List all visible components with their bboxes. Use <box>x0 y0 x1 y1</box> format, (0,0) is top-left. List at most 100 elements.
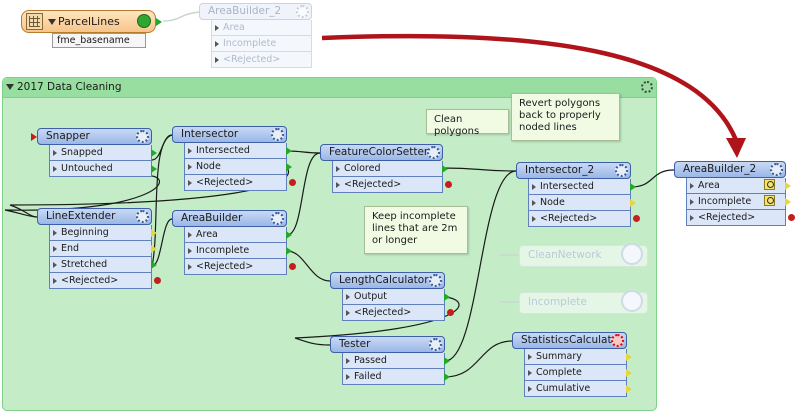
rejected-port-icon[interactable] <box>154 277 161 284</box>
output-port-rejected[interactable]: <Rejected> <box>332 177 452 193</box>
output-port-rejected[interactable]: <Rejected> <box>184 259 296 275</box>
rejected-port-icon[interactable] <box>788 214 795 221</box>
search-icon[interactable] <box>137 14 151 28</box>
connected-port-icon[interactable] <box>151 165 157 173</box>
inspector-icon[interactable] <box>764 179 775 190</box>
unconnected-port-icon[interactable] <box>626 369 632 377</box>
transformer-header[interactable]: LengthCalculator <box>330 272 445 289</box>
output-port-cumulative[interactable]: Cumulative <box>524 381 632 397</box>
input-port-icon[interactable] <box>31 133 37 141</box>
connected-port-icon[interactable] <box>286 247 292 255</box>
transformer-cleannetwork-ghost[interactable]: CleanNetwork <box>519 243 648 267</box>
transformer-lengthcalculator[interactable]: LengthCalculator Output <Rejected> <box>330 272 454 321</box>
warning-gear-icon[interactable] <box>611 334 624 347</box>
output-port-passed[interactable]: Passed <box>342 353 450 369</box>
annotation-clean-polygons[interactable]: Clean polygons <box>426 109 509 137</box>
transformer-lineextender[interactable]: LineExtender Beginning End Stretched <Re… <box>37 208 161 289</box>
transformer-header[interactable]: Snapper <box>31 128 152 145</box>
unconnected-port-icon[interactable] <box>151 229 157 237</box>
gear-icon[interactable] <box>770 163 783 176</box>
connected-port-icon[interactable] <box>286 231 292 239</box>
output-port-rejected[interactable]: <Rejected> <box>686 210 795 226</box>
transformer-areabuilder-2[interactable]: AreaBuilder_2 Area Incomplete <Rejected> <box>674 161 795 226</box>
output-port-colored[interactable]: Colored <box>332 161 448 177</box>
annotation-keep-incomplete[interactable]: Keep incomplete lines that are 2m or lon… <box>364 206 468 254</box>
output-port-snapped[interactable]: Snapped <box>49 145 157 161</box>
output-port-incomplete[interactable]: Incomplete <box>686 194 791 210</box>
transformer-intersector[interactable]: Intersector Intersected Node <Rejected> <box>172 126 296 191</box>
unconnected-port-icon[interactable] <box>151 245 157 253</box>
transformer-header[interactable]: Intersector_2 <box>516 162 631 179</box>
gear-icon[interactable] <box>136 130 149 143</box>
output-port-stretched[interactable]: Stretched <box>49 257 157 273</box>
reader-parcellines[interactable]: ParcelLines fme_basename <box>21 10 162 48</box>
unconnected-port-icon[interactable] <box>785 198 791 206</box>
transformer-snapper[interactable]: Snapper Snapped Untouched <box>31 128 157 177</box>
transformer-header[interactable]: AreaBuilder_2 <box>199 3 312 20</box>
output-port-area[interactable]: Area <box>211 20 312 36</box>
connected-port-icon[interactable] <box>286 163 292 171</box>
output-port-summary[interactable]: Summary <box>524 349 632 365</box>
gear-icon[interactable] <box>615 164 628 177</box>
connected-port-icon[interactable] <box>630 183 636 191</box>
transformer-header[interactable]: FeatureColorSetter <box>320 144 443 161</box>
transformer-header[interactable]: Intersector <box>172 126 287 143</box>
unconnected-port-icon[interactable] <box>630 199 636 207</box>
output-port-incomplete[interactable]: Incomplete <box>184 243 292 259</box>
unconnected-port-icon[interactable] <box>785 182 791 190</box>
output-port-beginning[interactable]: Beginning <box>49 225 157 241</box>
rejected-port-icon[interactable] <box>289 179 296 186</box>
output-port-area[interactable]: Area <box>184 227 292 243</box>
gear-icon[interactable] <box>271 212 284 225</box>
transformer-statisticscalculator[interactable]: StatisticsCalculator Summary Complete Cu… <box>512 332 632 397</box>
unconnected-port-icon[interactable] <box>626 353 632 361</box>
transformer-intersector-2[interactable]: Intersector_2 Intersected Node <Rejected… <box>516 162 640 227</box>
output-port-intersected[interactable]: Intersected <box>184 143 292 159</box>
output-port-incomplete[interactable]: Incomplete <box>211 36 312 52</box>
connected-port-icon[interactable] <box>444 373 450 381</box>
transformer-featurecolorsetter[interactable]: FeatureColorSetter Colored <Rejected> <box>320 144 452 193</box>
connected-port-icon[interactable] <box>151 149 157 157</box>
connected-port-icon[interactable] <box>286 147 292 155</box>
annotation-revert-polygons[interactable]: Revert polygons back to properly noded l… <box>511 93 620 141</box>
output-port-failed[interactable]: Failed <box>342 369 450 385</box>
collapse-triangle-icon[interactable] <box>6 84 14 90</box>
gear-icon[interactable] <box>427 146 440 159</box>
gear-icon[interactable] <box>429 338 442 351</box>
output-port-untouched[interactable]: Untouched <box>49 161 157 177</box>
output-port-node[interactable]: Node <box>184 159 292 175</box>
output-port-icon[interactable] <box>156 18 162 26</box>
unconnected-port-icon[interactable] <box>626 385 632 393</box>
gear-icon[interactable] <box>641 81 653 93</box>
transformer-incomplete-ghost[interactable]: Incomplete <box>519 290 648 314</box>
transformer-header[interactable]: Tester <box>330 336 445 353</box>
gear-icon[interactable] <box>429 274 442 287</box>
output-port-complete[interactable]: Complete <box>524 365 632 381</box>
output-port-rejected[interactable]: <Rejected> <box>211 52 312 68</box>
rejected-port-icon[interactable] <box>633 215 640 222</box>
output-port-node[interactable]: Node <box>528 195 636 211</box>
rejected-port-icon[interactable] <box>289 263 296 270</box>
rejected-port-icon[interactable] <box>447 309 454 316</box>
transformer-header[interactable]: LineExtender <box>37 208 152 225</box>
output-port-rejected[interactable]: <Rejected> <box>528 211 640 227</box>
gear-icon[interactable] <box>296 5 309 18</box>
rejected-port-icon[interactable] <box>445 181 452 188</box>
transformer-header[interactable]: AreaBuilder_2 <box>674 161 786 178</box>
connected-port-icon[interactable] <box>151 261 157 269</box>
output-port-rejected[interactable]: <Rejected> <box>342 305 454 321</box>
output-port-output[interactable]: Output <box>342 289 450 305</box>
output-port-rejected[interactable]: <Rejected> <box>49 273 161 289</box>
reader-header[interactable]: ParcelLines <box>21 10 162 33</box>
connected-port-icon[interactable] <box>444 293 450 301</box>
output-port-area[interactable]: Area <box>686 178 791 194</box>
connected-port-icon[interactable] <box>442 165 448 173</box>
transformer-header[interactable]: AreaBuilder <box>172 210 287 227</box>
output-port-end[interactable]: End <box>49 241 157 257</box>
transformer-areabuilder[interactable]: AreaBuilder Area Incomplete <Rejected> <box>172 210 296 275</box>
connected-port-icon[interactable] <box>444 357 450 365</box>
output-port-rejected[interactable]: <Rejected> <box>184 175 296 191</box>
gear-icon[interactable] <box>271 128 284 141</box>
transformer-tester[interactable]: Tester Passed Failed <box>330 336 450 385</box>
